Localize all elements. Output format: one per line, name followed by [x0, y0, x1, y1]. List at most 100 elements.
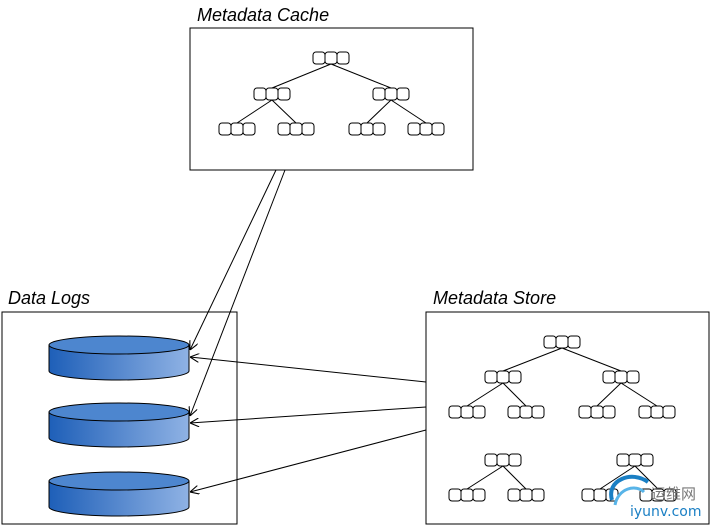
- tree-node-cell: [407, 122, 421, 136]
- cache-btree: [218, 51, 445, 136]
- tree-node-cell: [590, 405, 604, 419]
- tree-node-cell: [460, 405, 474, 419]
- tree-node-cell: [519, 488, 533, 502]
- tree-node-cell: [531, 405, 545, 419]
- tree-node-cell: [543, 335, 557, 349]
- tree-node-cell: [567, 335, 581, 349]
- metadata-cache-box: [189, 27, 474, 171]
- tree-node-cell: [640, 453, 654, 467]
- store-root-node: [543, 335, 581, 349]
- tree-edge: [366, 99, 392, 124]
- tree-edge: [466, 465, 504, 490]
- tree-edge: [634, 465, 659, 490]
- tree-node-cell: [638, 405, 652, 419]
- tree-edge: [502, 465, 527, 490]
- tree-edge: [502, 382, 527, 407]
- tree-node-cell: [277, 122, 291, 136]
- tree-node-cell: [663, 488, 677, 502]
- tree-node-cell: [484, 453, 498, 467]
- disk-3-icon: [48, 471, 190, 517]
- tree-node-cell: [507, 405, 521, 419]
- disk-body: [48, 411, 190, 448]
- tree-node-cell: [662, 405, 676, 419]
- cache-mid-node-2: [372, 87, 410, 101]
- tree-node-cell: [555, 335, 569, 349]
- tree-node-cell: [431, 122, 445, 136]
- tree-node-cell: [277, 87, 291, 101]
- tree-node-cell: [650, 405, 664, 419]
- tree-node-cell: [448, 405, 462, 419]
- arrow-store-to-disk-2: [190, 406, 427, 423]
- tree-edge: [236, 99, 273, 124]
- cache-root-node: [312, 51, 350, 65]
- disk-body: [48, 344, 190, 381]
- tree-edge: [271, 99, 297, 124]
- disk-top: [48, 335, 190, 355]
- tree-node-cell: [507, 488, 521, 502]
- cache-leaf-node-2: [277, 122, 315, 136]
- store-sub1-right-node: [507, 488, 545, 502]
- tree-node-cell: [301, 122, 315, 136]
- disk-1-icon: [48, 335, 190, 381]
- tree-node-cell: [578, 405, 592, 419]
- tree-node-cell: [360, 122, 374, 136]
- metadata-store: Metadata Store: [425, 288, 710, 525]
- tree-node-cell: [312, 51, 326, 65]
- cache-leaf-node-4: [407, 122, 445, 136]
- tree-node-cell: [218, 122, 232, 136]
- tree-node-cell: [419, 122, 433, 136]
- store-subtree-left: [448, 453, 545, 502]
- tree-node-cell: [626, 370, 640, 384]
- tree-edge: [599, 465, 636, 490]
- watermark-url: iyunv.com: [630, 504, 701, 520]
- tree-node-cell: [460, 488, 474, 502]
- tree-edge: [390, 99, 427, 124]
- tree-node-cell: [593, 488, 607, 502]
- tree-node-cell: [602, 405, 616, 419]
- tree-node-cell: [484, 370, 498, 384]
- disk-body: [48, 480, 190, 517]
- watermark-swoosh-inner-icon: [613, 486, 646, 506]
- tree-node-cell: [508, 370, 522, 384]
- arrow-store-to-disk-1: [190, 357, 427, 383]
- metadata-cache-label: Metadata Cache: [197, 5, 329, 25]
- tree-edge: [271, 63, 332, 89]
- store-mid-node-2: [602, 370, 640, 384]
- tree-node-cell: [519, 405, 533, 419]
- tree-node-cell: [472, 405, 486, 419]
- metadata-store-label: Metadata Store: [433, 288, 556, 308]
- store-leaf-node-1: [448, 405, 486, 419]
- arrow-cache-to-disk-1: [190, 169, 277, 350]
- store-leaf-node-3: [578, 405, 616, 419]
- arrow-store-to-disk-3: [190, 429, 427, 492]
- tree-node-cell: [472, 488, 486, 502]
- tree-node-cell: [616, 453, 630, 467]
- store-sub2-parent-node: [616, 453, 654, 467]
- tree-edge: [502, 347, 563, 372]
- tree-node-cell: [496, 453, 510, 467]
- tree-node-cell: [372, 122, 386, 136]
- data-logs-label: Data Logs: [8, 288, 90, 308]
- store-sub1-left-node: [448, 488, 486, 502]
- store-leaf-node-4: [638, 405, 676, 419]
- tree-edge: [466, 382, 504, 407]
- tree-node-cell: [496, 370, 510, 384]
- tree-node-cell: [348, 122, 362, 136]
- tree-node-cell: [396, 87, 410, 101]
- tree-edge: [561, 347, 622, 372]
- disk-stack: [48, 335, 190, 517]
- watermark: 运维网 iyunv.com: [609, 474, 701, 520]
- tree-node-cell: [508, 453, 522, 467]
- store-sub2-right-node: [639, 488, 677, 502]
- tree-node-cell: [628, 453, 642, 467]
- store-mid-node-1: [484, 370, 522, 384]
- cache-leaf-node-1: [218, 122, 256, 136]
- store-btree: [448, 335, 676, 419]
- disk-2-icon: [48, 402, 190, 448]
- tree-node-cell: [602, 370, 616, 384]
- tree-node-cell: [614, 370, 628, 384]
- store-leaf-node-2: [507, 405, 545, 419]
- tree-node-cell: [242, 122, 256, 136]
- arrows: [190, 169, 427, 492]
- tree-node-cell: [265, 87, 279, 101]
